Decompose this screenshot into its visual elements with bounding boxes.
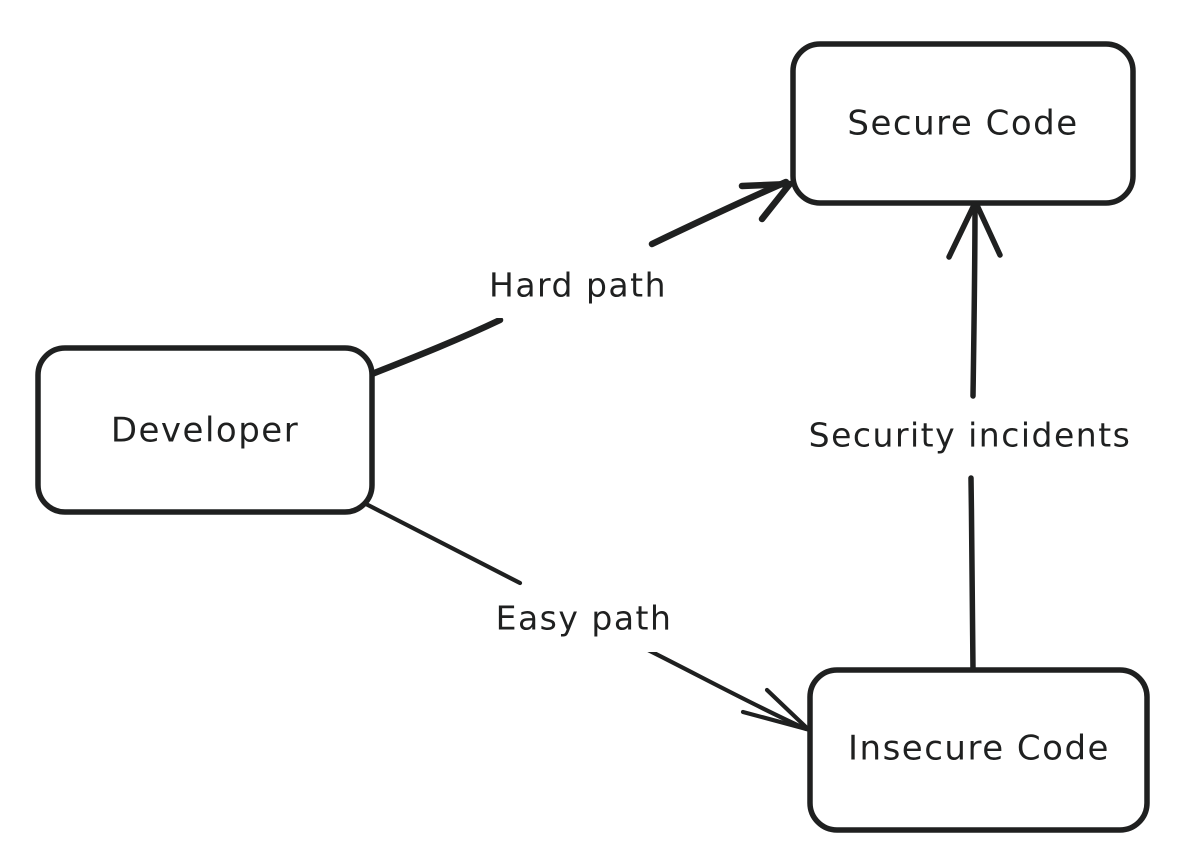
hard-path-label-mask <box>468 258 690 318</box>
security-incidents-line-lower <box>968 475 976 673</box>
edge-security-incidents[interactable]: Security incidents <box>788 200 1154 673</box>
hard-path-line-upper <box>648 178 790 248</box>
secure-code-label: Secure Code <box>847 104 1078 144</box>
easy-path-arrow-barb-top <box>740 709 813 733</box>
node-secure-code[interactable]: Secure Code <box>790 41 1136 206</box>
secure-code-box <box>790 41 1136 206</box>
hard-path-label: Hard path <box>489 266 667 305</box>
security-incidents-arrow-barb-left <box>946 200 978 260</box>
easy-path-arrow-barb-bottom <box>764 687 812 733</box>
easy-path-line-lower <box>645 647 809 732</box>
edge-easy-path[interactable]: Easy path <box>363 501 813 733</box>
easy-path-label-mask <box>472 592 694 652</box>
hard-path-line-lower <box>368 316 504 378</box>
security-incidents-arrow-barb-right <box>973 200 1003 258</box>
insecure-code-label: Insecure Code <box>848 729 1110 769</box>
node-insecure-code[interactable]: Insecure Code <box>807 667 1150 833</box>
security-incidents-label-mask <box>788 408 1154 468</box>
insecure-code-box <box>807 667 1150 833</box>
security-incidents-label: Security incidents <box>809 416 1132 455</box>
developer-label: Developer <box>111 411 299 451</box>
easy-path-line-upper <box>363 501 523 586</box>
node-developer[interactable]: Developer <box>35 345 375 515</box>
hard-path-arrow-barb-top <box>738 180 794 190</box>
hard-path-arrow-barb-bottom <box>758 181 793 223</box>
developer-box <box>35 345 375 515</box>
edge-hard-path[interactable]: Hard path <box>368 178 794 378</box>
security-incidents-line-upper <box>970 203 978 399</box>
easy-path-label: Easy path <box>496 599 673 638</box>
